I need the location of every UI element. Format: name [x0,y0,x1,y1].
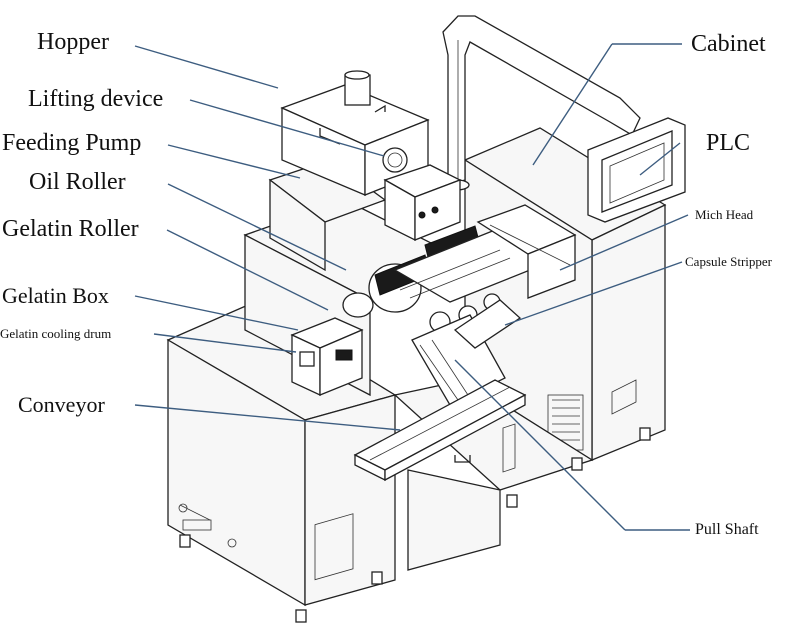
leader-gelatin-box [134,295,299,331]
label-pull-shaft: Pull Shaft [695,521,759,538]
label-gelatin-roller: Gelatin Roller [2,216,139,242]
hopper [280,70,430,196]
leader-pull-shaft [454,359,626,531]
label-capsule-stripper: Capsule Stripper [685,254,773,269]
label-mich-head: Mich Head [695,207,754,222]
label-cabinet: Cabinet [691,31,766,57]
label-gelatin-cooling-drum: Gelatin cooling drum [0,326,112,341]
leader-hopper [134,45,279,89]
feet [179,427,651,623]
leader-lines [134,43,690,531]
label-hopper: Hopper [37,29,109,55]
label-plc: PLC [706,130,751,156]
label-lifting-device: Lifting device [28,86,164,112]
label-gelatin-box: Gelatin Box [2,283,109,308]
rollers-assembly [342,225,552,333]
mich-head [476,204,577,299]
leader-lifting-device [189,99,385,157]
leader-mich-head [559,214,689,271]
leader-conveyor [134,404,401,431]
label-oil-roller: Oil Roller [29,169,126,195]
feeding-pump [383,164,462,242]
label-conveyor: Conveyor [18,392,105,417]
leader-feeding-pump [167,144,301,179]
leader-cabinet [532,43,613,166]
conveyor [353,379,527,482]
plc-panel [587,117,686,223]
gelatin-box-unit [290,317,364,397]
leader-plc [639,142,681,176]
label-feeding-pump: Feeding Pump [2,130,142,156]
leader-capsule-stripper [504,261,683,326]
left-base [166,304,397,607]
leader-oil-roller [167,183,347,271]
leader-gelatin-roller [166,229,329,311]
chute [411,299,522,406]
leader-gelatin-cooling-drum [153,333,297,353]
